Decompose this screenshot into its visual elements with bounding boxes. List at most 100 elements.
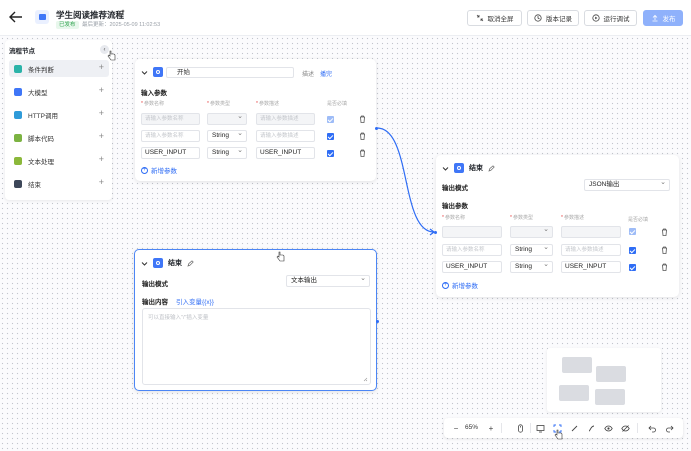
trash-icon[interactable] xyxy=(359,115,366,123)
minimap[interactable] xyxy=(547,348,661,412)
page-title: 学生阅读推荐流程 xyxy=(56,10,125,20)
fit-view-button[interactable] xyxy=(551,422,563,434)
sidebar-item-text[interactable]: 文本处理 + xyxy=(9,152,109,169)
description-link[interactable]: 播完 xyxy=(320,72,333,78)
edit-title-icon[interactable] xyxy=(117,9,125,17)
edit-icon[interactable] xyxy=(488,164,495,172)
input-port[interactable] xyxy=(434,231,437,234)
required-checkbox[interactable] xyxy=(629,247,636,254)
undo-button[interactable] xyxy=(646,422,658,434)
back-arrow-icon[interactable] xyxy=(9,11,23,23)
sidebar-item-http[interactable]: HTTP调用 + xyxy=(9,106,109,123)
minimap-node xyxy=(595,389,625,405)
output-port[interactable] xyxy=(376,320,379,323)
node-title: 结束 xyxy=(168,260,182,267)
add-node-icon[interactable]: + xyxy=(98,62,104,72)
param-name-input[interactable]: 请输入参数名称 xyxy=(442,244,502,256)
trash-icon[interactable] xyxy=(661,246,668,254)
sidebar-item-end[interactable]: 结束 + xyxy=(9,175,109,192)
http-icon xyxy=(14,110,22,119)
add-node-icon[interactable]: + xyxy=(98,154,104,164)
unfullscreen-button[interactable]: 取消全屏 xyxy=(467,10,522,26)
required-checkbox[interactable] xyxy=(327,150,334,157)
trash-icon[interactable] xyxy=(359,132,366,140)
end-node-text[interactable]: 结束 输出模式 文本输出 输出内容 引入变量{{x}} 可以直接输入"/"插入变… xyxy=(134,249,379,391)
zoom-in-button[interactable]: + xyxy=(488,423,494,433)
output-port[interactable] xyxy=(375,127,378,130)
run-debug-button[interactable]: 运行调试 xyxy=(584,10,637,26)
line-icon xyxy=(571,425,577,431)
insert-variable-link[interactable]: 引入变量{{x}} xyxy=(176,299,214,306)
node-name-input[interactable]: 开始 xyxy=(166,67,294,78)
sidebar-item-script[interactable]: 脚本代码 + xyxy=(9,129,109,146)
param-desc-input: 请输入参数描述 xyxy=(256,113,315,125)
param-desc-input[interactable]: USER_INPUT xyxy=(256,147,315,159)
mouse-mode-button[interactable] xyxy=(514,422,526,434)
param-name-input[interactable]: USER_INPUT xyxy=(141,147,200,159)
edit-icon[interactable] xyxy=(187,259,194,267)
comment-button[interactable] xyxy=(534,422,546,434)
zoom-out-button[interactable]: − xyxy=(453,423,459,433)
add-node-icon[interactable]: + xyxy=(98,85,104,95)
trash-icon[interactable] xyxy=(661,263,668,271)
required-checkbox[interactable] xyxy=(629,264,636,271)
output-mode-label: 输出模式 xyxy=(442,185,468,192)
param-type-select[interactable]: String xyxy=(510,260,553,273)
param-type-select[interactable]: String xyxy=(510,243,553,256)
node-sidebar: 流程节点 ‹ 条件判断 + 大模型 + HTTP调用 + 脚本代码 + 文本处理… xyxy=(5,40,116,200)
publish-icon xyxy=(652,14,657,22)
trash-icon[interactable] xyxy=(661,228,668,236)
col-desc-header: *参数描述 xyxy=(561,215,584,221)
col-desc-header: *参数描述 xyxy=(256,101,279,107)
add-node-icon[interactable]: + xyxy=(98,131,104,141)
status-badge: 已发布 xyxy=(56,21,79,29)
hide-button[interactable] xyxy=(619,422,631,434)
col-name-header: *参数名称 xyxy=(442,215,465,221)
chevron-down-icon[interactable] xyxy=(141,260,148,267)
resize-handle-icon[interactable] xyxy=(363,377,368,382)
version-history-button[interactable]: 版本记录 xyxy=(527,10,579,26)
canvas-toolbar: − 65% + xyxy=(444,418,683,438)
output-mode-select[interactable]: JSON输出 xyxy=(584,178,670,191)
redo-button[interactable] xyxy=(663,422,675,434)
top-header: 学生阅读推荐流程 已发布 最后更新：2025-05-09 11:02:53 取消… xyxy=(0,0,691,36)
param-name-input[interactable]: 请输入参数名称 xyxy=(141,130,200,142)
required-checkbox[interactable] xyxy=(327,133,334,140)
output-content-textarea[interactable]: 可以直接输入"/"插入变量 xyxy=(142,308,371,385)
param-desc-input[interactable]: 请输入参数描述 xyxy=(256,130,315,142)
param-name-input[interactable]: USER_INPUT xyxy=(442,261,502,273)
line-tool-button[interactable] xyxy=(568,422,580,434)
add-param-button[interactable]: + 新增参数 xyxy=(141,165,177,175)
zoom-level[interactable]: 65% xyxy=(465,424,479,431)
collapse-sidebar-button[interactable]: ‹ xyxy=(100,45,109,54)
end-node-json[interactable]: 结束 输出模式 JSON输出 输出参数 *参数名称 *参数类型 *参数描述 是否… xyxy=(434,155,679,297)
minimap-node xyxy=(559,385,589,401)
chevron-down-icon[interactable] xyxy=(141,69,148,76)
sidebar-item-label: 大模型 xyxy=(28,89,48,97)
add-param-label: 新增参数 xyxy=(452,283,478,290)
input-params-title: 输入参数 xyxy=(141,90,167,97)
param-desc-input[interactable]: 请输入参数描述 xyxy=(561,244,621,256)
param-type-select[interactable]: String xyxy=(207,129,247,142)
start-node[interactable]: 开始 描述 播完 输入参数 *参数名称 *参数类型 *参数描述 是否必填 请输入… xyxy=(135,59,378,181)
preview-button[interactable] xyxy=(602,422,614,434)
param-type-select[interactable]: String xyxy=(207,146,247,159)
param-desc-input[interactable]: USER_INPUT xyxy=(561,261,621,273)
sidebar-item-condition[interactable]: 条件判断 + xyxy=(9,60,109,77)
node-header xyxy=(141,66,163,78)
output-mode-select[interactable]: 文本输出 xyxy=(286,274,370,287)
add-node-icon[interactable]: + xyxy=(98,177,104,187)
end-node-icon xyxy=(153,258,163,268)
sidebar-item-label: HTTP调用 xyxy=(28,112,58,120)
add-node-icon[interactable]: + xyxy=(98,108,104,118)
model-icon xyxy=(14,87,22,96)
plus-circle-icon: + xyxy=(141,166,148,174)
minimap-node xyxy=(596,366,626,382)
trash-icon[interactable] xyxy=(359,149,366,157)
chevron-down-icon[interactable] xyxy=(442,165,449,172)
add-param-button[interactable]: + 新增参数 xyxy=(442,280,478,290)
add-param-label: 新增参数 xyxy=(151,168,177,175)
curve-tool-button[interactable] xyxy=(585,422,597,434)
publish-button[interactable]: 发布 xyxy=(643,10,683,26)
sidebar-item-llm[interactable]: 大模型 + xyxy=(9,83,109,100)
